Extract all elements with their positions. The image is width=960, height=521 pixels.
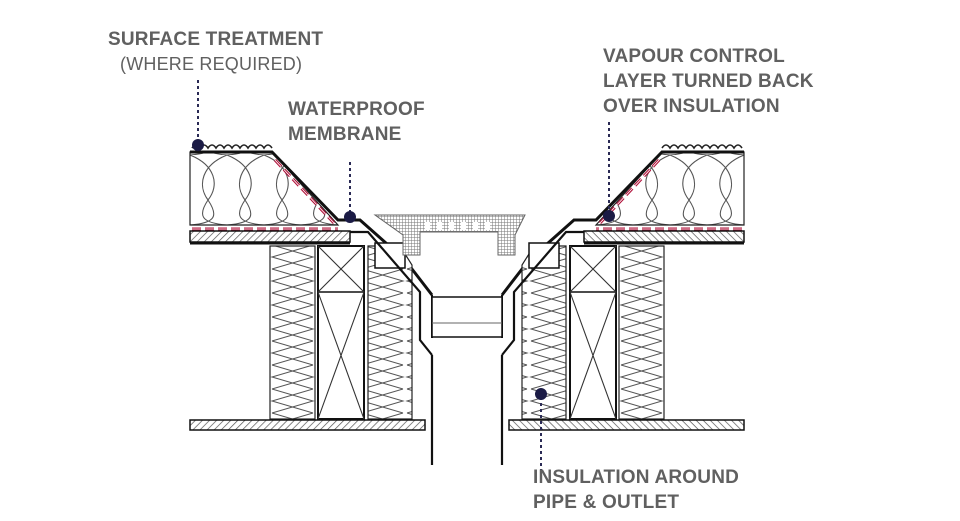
label-text: LAYER TURNED BACK	[603, 71, 814, 92]
outlet-grating	[373, 214, 526, 338]
right-roof-section	[500, 143, 746, 467]
label-text: SURFACE TREATMENT	[108, 29, 324, 50]
label-text: VAPOUR CONTROL	[603, 46, 785, 67]
leader-lines	[197, 80, 610, 470]
label-note: (WHERE REQUIRED)	[120, 54, 303, 74]
waterproof-membrane-marker	[344, 211, 356, 223]
label-vapour-control-layer: VAPOUR CONTROL LAYER TURNED BACK OVER IN…	[603, 44, 814, 119]
label-pipe-insulation: INSULATION AROUND PIPE & OUTLET	[533, 465, 739, 515]
label-text: MEMBRANE	[288, 124, 402, 145]
vapour-control-marker	[603, 210, 615, 222]
label-text: INSULATION AROUND	[533, 467, 740, 488]
label-waterproof-membrane: WATERPROOF MEMBRANE	[288, 97, 425, 147]
label-surface-treatment: SURFACE TREATMENT (WHERE REQUIRED)	[108, 27, 323, 77]
left-roof-section	[188, 143, 434, 467]
surface-treatment-marker	[192, 139, 204, 151]
label-text: WATERPROOF	[288, 99, 425, 120]
label-text: OVER INSULATION	[603, 96, 780, 117]
label-text: PIPE & OUTLET	[533, 492, 680, 513]
pipe-insulation-marker	[535, 388, 547, 400]
